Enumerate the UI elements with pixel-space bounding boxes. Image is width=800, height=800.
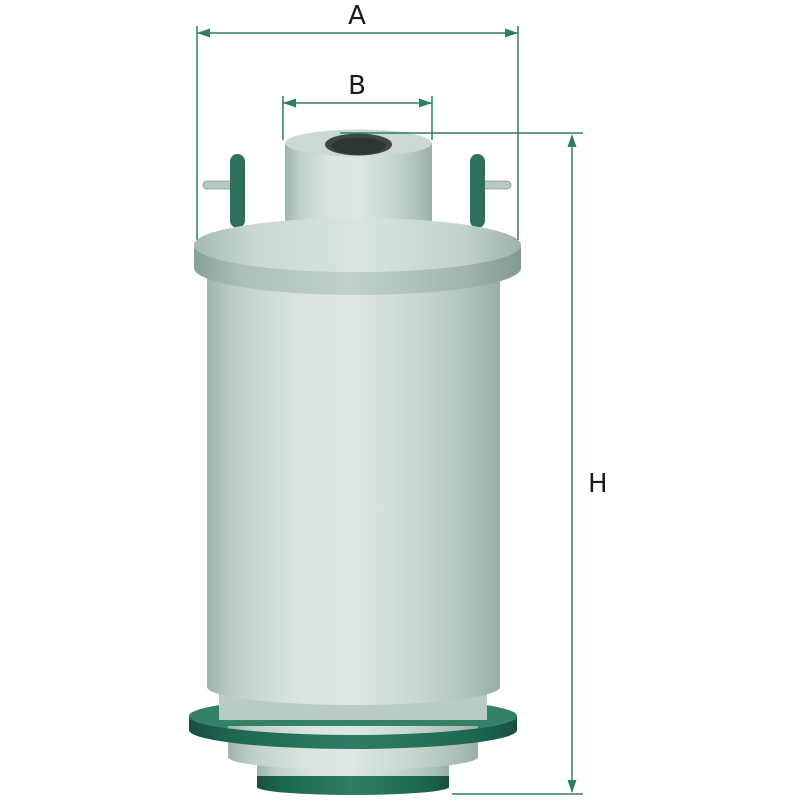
mounting-pin-tab-left — [202, 180, 235, 190]
top-port-cylinder — [285, 143, 432, 229]
filter-body — [207, 272, 500, 705]
mounting-pin-right — [470, 154, 485, 228]
dim-h-arrow-bottom-icon — [567, 780, 577, 793]
dim-b-arrow-right-icon — [419, 98, 432, 108]
filter-illustration — [189, 129, 521, 795]
dim-a-arrow-left-icon — [197, 28, 210, 38]
dim-h-arrow-top-icon — [567, 134, 577, 147]
dim-b-label: B — [348, 71, 366, 101]
dim-a-label: A — [348, 1, 366, 31]
mounting-pin-left — [230, 154, 245, 228]
dim-a-arrow-right-icon — [505, 28, 518, 38]
bottom-port-seal-band — [257, 776, 449, 795]
dim-b-arrow-left-icon — [283, 98, 296, 108]
dim-h-label: H — [588, 469, 608, 499]
port-opening-inner — [331, 137, 386, 155]
top-flange-face — [194, 218, 521, 272]
dimension-annotations: A B H — [196, 1, 608, 795]
bottom-seal-ring-front — [189, 716, 517, 749]
top-flange-side — [194, 245, 521, 295]
